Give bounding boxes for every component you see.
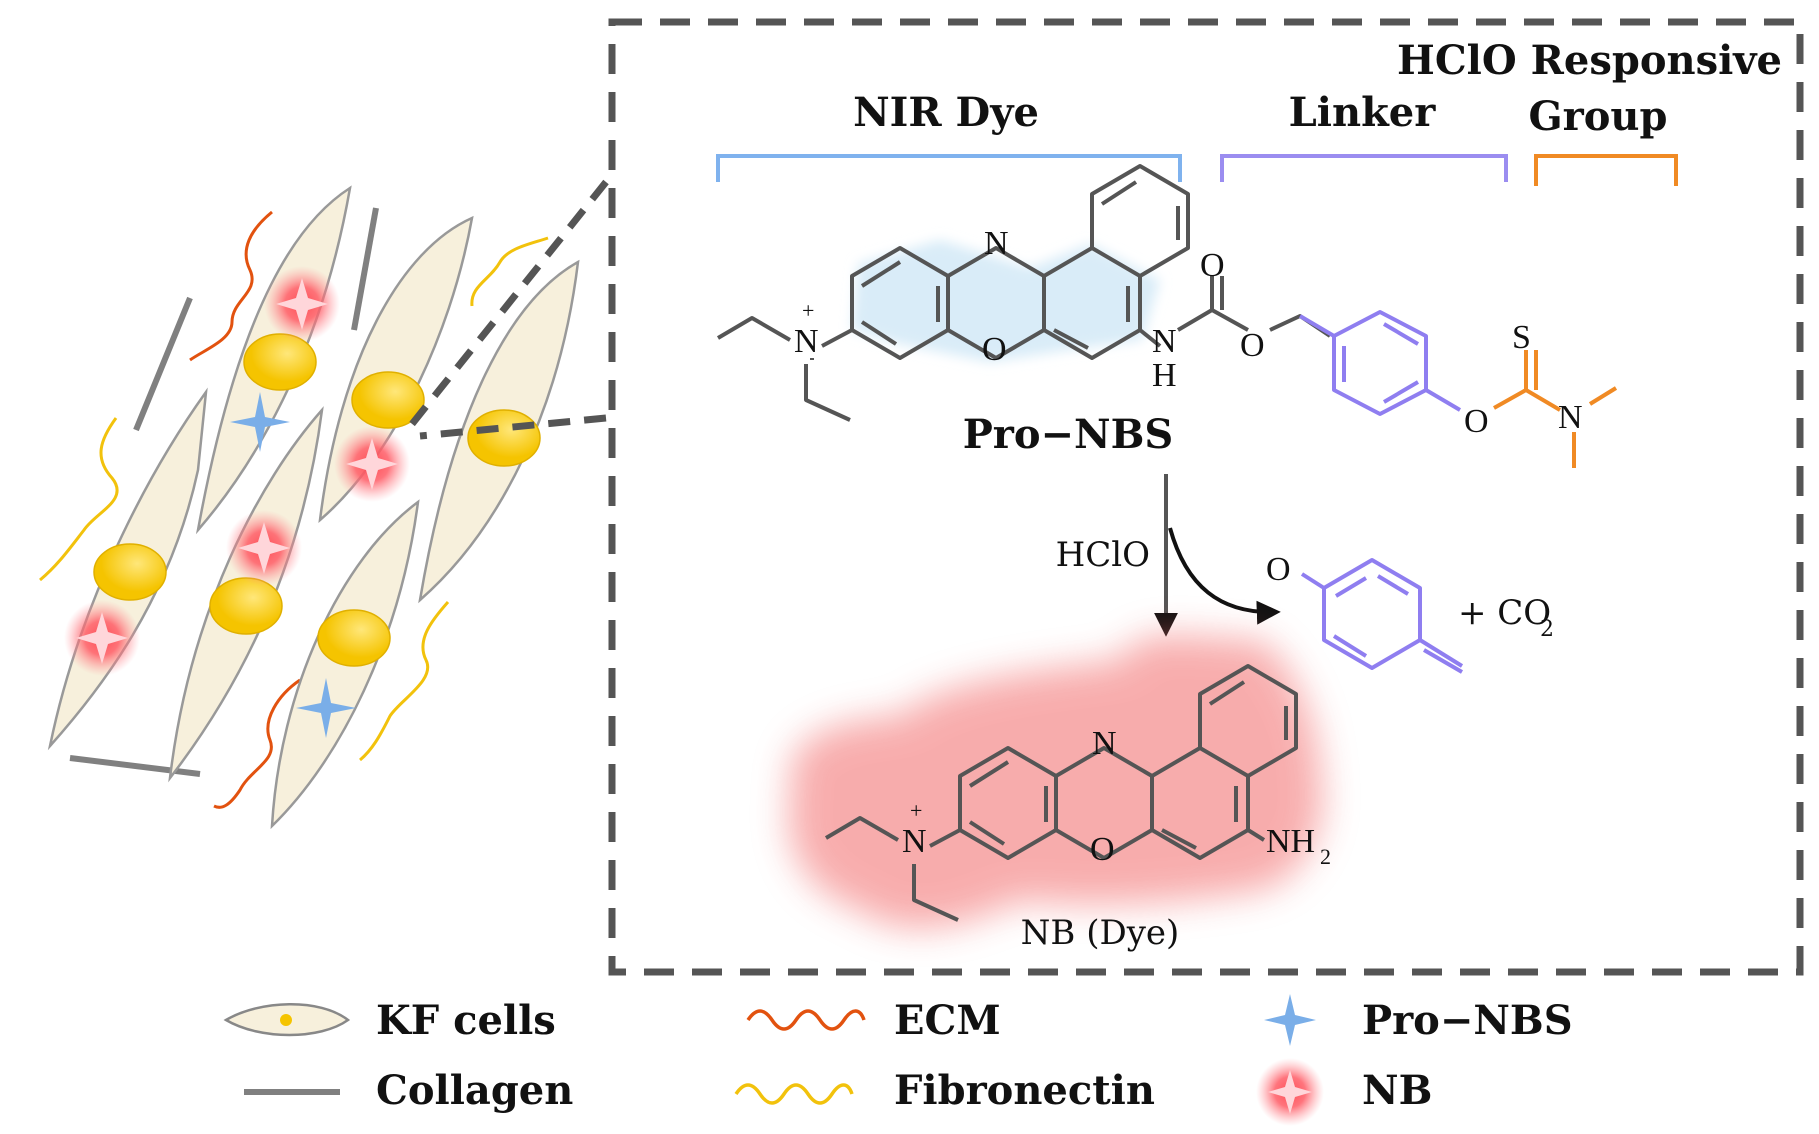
nb-atom-o: O (1090, 831, 1115, 868)
nir-dye-bracket (716, 154, 1182, 182)
fibronectin-fiber (39, 417, 119, 582)
collagen-fiber (133, 296, 193, 432)
ecm-fiber (189, 210, 273, 362)
co2-byproduct: + CO (1458, 593, 1551, 633)
quinone-o: O (1266, 551, 1291, 588)
nb-star (226, 510, 302, 586)
ecm-fiber (213, 678, 301, 809)
pro-nbs-structure (716, 164, 1332, 422)
linker-label: Linker (1289, 89, 1437, 136)
zoom-frame (608, 18, 1804, 976)
linker-bracket (1220, 154, 1508, 182)
legend-label-pro-nbs: Pro−NBS (1362, 997, 1573, 1044)
nb-atom-n: N (1092, 725, 1117, 762)
hclo-responsive-label: HClO Responsive (1397, 37, 1782, 84)
pro-nbs-star (230, 392, 290, 452)
cell-nucleus (209, 577, 283, 635)
atom-ester-o: O (1240, 327, 1265, 364)
responsive-group-bracket (1534, 154, 1678, 186)
nb-star (64, 600, 140, 676)
legend-label-collagen: Collagen (376, 1067, 573, 1114)
fibronectin-wave-icon (734, 1083, 854, 1105)
atom-o-ring: O (982, 331, 1007, 368)
kf-cell-icon (223, 1003, 351, 1037)
cell-nucleus (467, 409, 541, 467)
nb-star (334, 426, 410, 502)
nb-charge-plus: + (910, 798, 922, 823)
cell-nucleus (93, 543, 167, 601)
pro-nbs-title: Pro−NBS (963, 411, 1174, 458)
collagen-fiber (351, 207, 379, 331)
nb-star (264, 266, 340, 342)
co2-subscript: 2 (1540, 617, 1554, 642)
collagen-fiber (69, 755, 201, 777)
cell-nucleus (317, 609, 391, 667)
red-star-icon (1256, 1058, 1324, 1126)
zoom-connector-line (419, 414, 607, 440)
nb-amine-subscript: 2 (1320, 844, 1331, 869)
nb-amine: NH (1266, 823, 1315, 860)
legend-label-fibronectin: Fibronectin (894, 1067, 1155, 1114)
atom-n-iminium: N (794, 323, 819, 360)
fibronectin-fiber (470, 236, 549, 307)
legend: KF cells ECM Pro−NBS Collagen Fibronecti… (223, 994, 1573, 1126)
atom-thione-s: S (1512, 319, 1531, 356)
atom-n-ring: N (984, 225, 1009, 262)
atom-amide-n: N (1558, 399, 1583, 436)
nir-dye-label: NIR Dye (853, 89, 1039, 136)
byproduct-arrow (1168, 527, 1281, 625)
cell-nucleus (243, 333, 317, 391)
legend-label-ecm: ECM (894, 997, 1001, 1044)
quinone-methide (1300, 558, 1464, 674)
fibronectin-fiber (359, 601, 450, 762)
cell-nucleus (351, 371, 425, 429)
charge-plus: + (802, 298, 814, 323)
legend-label-nb: NB (1362, 1067, 1432, 1114)
blue-star-icon (1264, 994, 1316, 1046)
nb-dye-structure (824, 664, 1298, 922)
atom-nh-h: H (1152, 357, 1177, 394)
linker-benzyl (1298, 310, 1462, 416)
atom-nh-n: N (1152, 323, 1177, 360)
thiocarbamate-group (1493, 350, 1618, 468)
cell-illustration (39, 185, 580, 830)
atom-phenol-o: O (1464, 403, 1489, 440)
reagent-label: HClO (1056, 535, 1150, 575)
hclo-responsive-label-group: Group (1529, 93, 1668, 140)
zoom-connector-line (401, 179, 609, 437)
nb-dye-label: NB (Dye) (1021, 913, 1180, 953)
atom-carbonyl-o: O (1200, 247, 1225, 284)
legend-label-kf-cells: KF cells (376, 997, 556, 1044)
nb-atom-n-iminium: N (902, 823, 927, 860)
ecm-wave-icon (746, 1009, 866, 1031)
pro-nbs-star (296, 678, 356, 738)
